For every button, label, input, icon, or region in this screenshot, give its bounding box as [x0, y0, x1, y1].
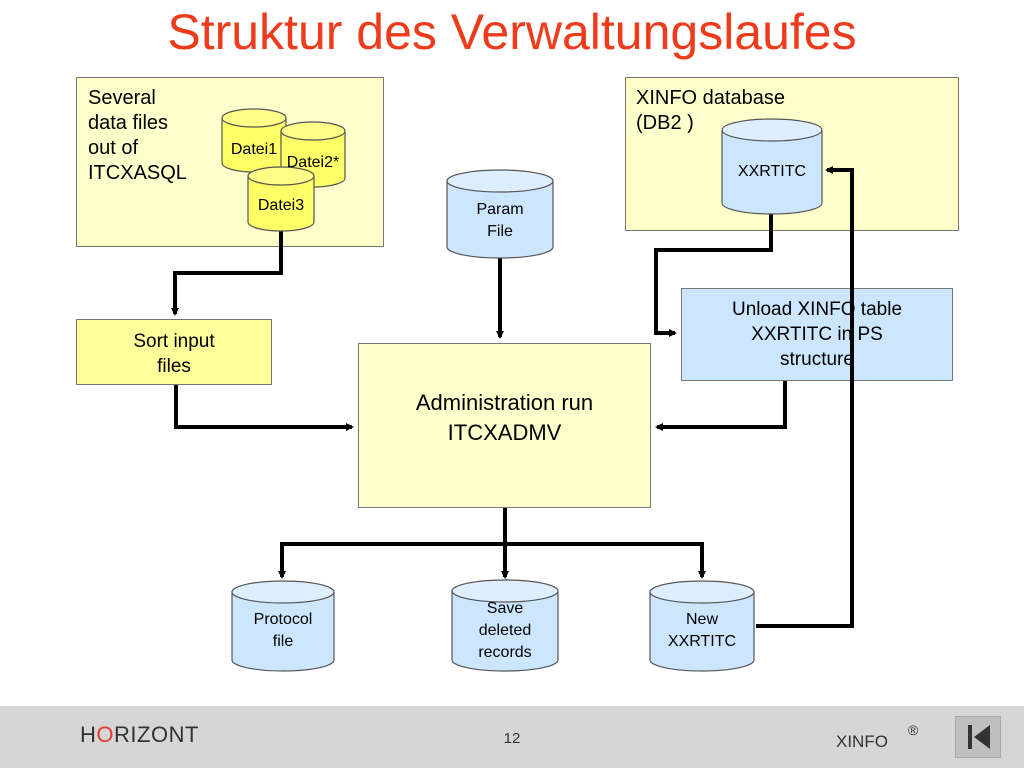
new-xxrtitc-label: New XXRTITC: [667, 611, 737, 650]
footer-bar: [0, 706, 1024, 768]
cylinder-protocol-file: [231, 580, 335, 672]
page-number: 12: [503, 730, 521, 747]
arrow-to-new: [505, 542, 706, 579]
cylinder-xxrtitc: [721, 118, 823, 215]
connector-admin-split: [278, 508, 507, 579]
skip-back-icon: [968, 725, 990, 749]
arrow-new-to-xxrtitc: [756, 166, 854, 628]
arrow-xxrtitc-to-unload: [654, 213, 773, 337]
unload-box: [681, 288, 953, 381]
cylinder-datei3: [247, 166, 315, 232]
sort-input-label: Sort input files: [133, 331, 215, 377]
protocol-file-label: Protocol file: [253, 611, 313, 650]
xinfo-brand: XINFO: [836, 732, 888, 751]
unload-label: Unload XINFO table XXRTITC in PS structu…: [731, 299, 903, 370]
param-file-label: Param File: [476, 201, 524, 240]
arrow-sort-to-admin: [174, 385, 354, 431]
admin-run-box: [358, 343, 651, 508]
save-deleted-label: Save deleted records: [478, 600, 532, 661]
admin-run-label: Administration run ITCXADMV: [415, 390, 594, 445]
arrow-unload-to-admin: [655, 381, 787, 431]
cylinder-save-deleted: [451, 579, 559, 672]
horizont-logo: HORIZONT: [80, 722, 199, 747]
datei3-label: Datei3: [257, 197, 305, 214]
datei1-label: Datei1: [230, 141, 278, 158]
slide-title: Struktur des Verwaltungslaufes: [167, 4, 857, 60]
cylinder-new-xxrtitc: [649, 580, 755, 672]
xinfo-database-label: XINFO database (DB2 ): [636, 87, 785, 134]
registered-mark: ®: [908, 722, 919, 738]
skip-back-button[interactable]: [955, 716, 1001, 758]
datei2-label: Datei2*: [286, 154, 340, 171]
sort-input-box: [76, 319, 272, 385]
arrow-datei3-to-sort: [171, 231, 283, 316]
several-files-label: Several data files out of ITCXASQL: [88, 87, 187, 184]
cylinder-param-file: [446, 169, 554, 259]
xxrtitc-label: XXRTITC: [737, 163, 807, 180]
